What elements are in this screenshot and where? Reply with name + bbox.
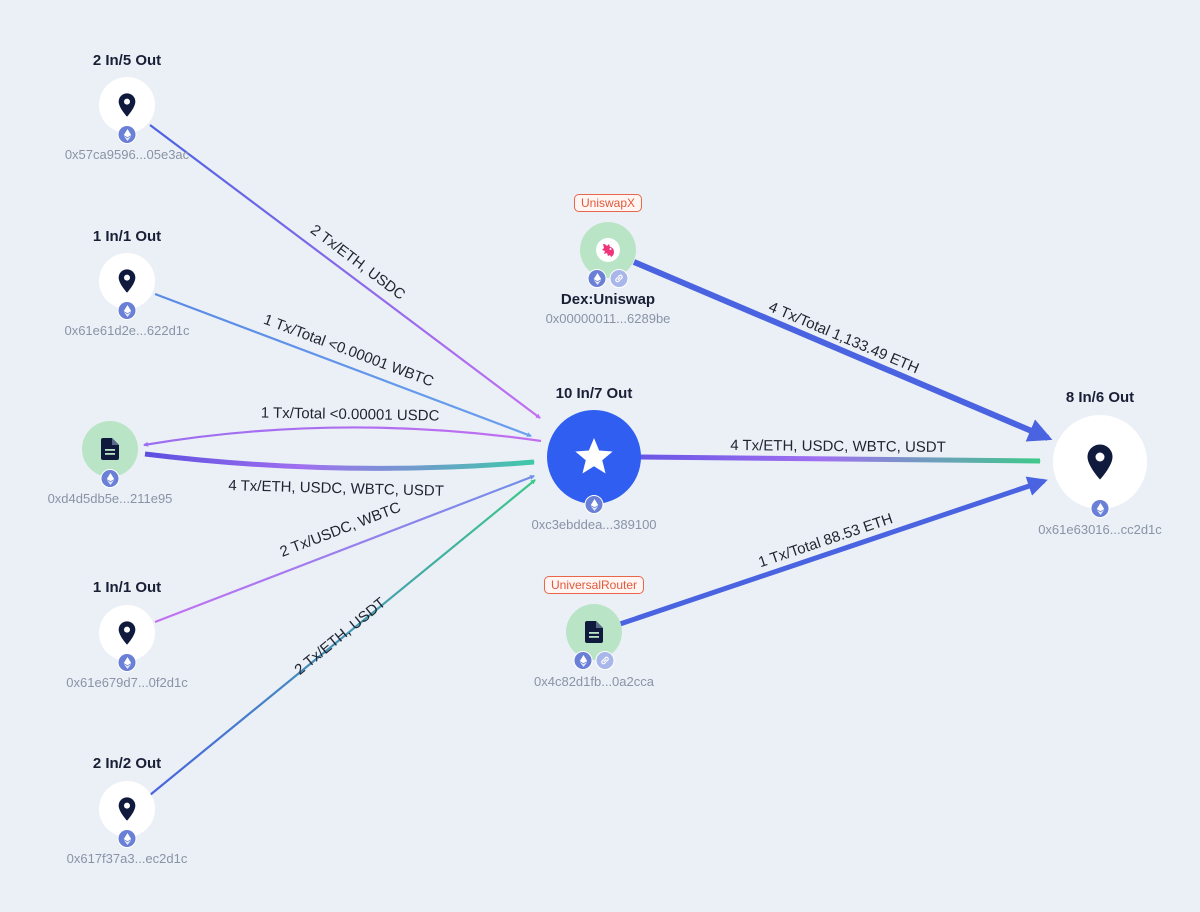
edge-label-n2-hub: 1 Tx/Total <0.00001 WBTC	[261, 311, 436, 390]
chain-badges	[100, 469, 120, 488]
location-pin-icon	[118, 797, 136, 821]
wallet-node[interactable]	[99, 77, 155, 133]
node-address[interactable]: 0x57ca9596...05e3ac	[64, 147, 190, 162]
wallet-node[interactable]	[99, 605, 155, 661]
edge-label-hub-target: 4 Tx/ETH, USDC, WBTC, USDT	[730, 437, 946, 456]
node-address[interactable]: 0x61e61d2e...622d1c	[64, 323, 190, 338]
node-flow-label: 2 In/5 Out	[92, 52, 162, 69]
chain-badges	[117, 301, 137, 320]
ethereum-icon	[117, 125, 137, 144]
contract-node[interactable]	[82, 421, 138, 477]
ethereum-icon	[1090, 499, 1110, 518]
node-address[interactable]: 0x617f37a3...ec2d1c	[66, 851, 188, 866]
edge-label-n5-hub: 2 Tx/ETH, USDT	[291, 594, 389, 678]
chain-badges	[573, 651, 615, 670]
edge-n1-to-hub[interactable]	[149, 124, 541, 419]
node-flow-label: 1 In/1 Out	[92, 579, 162, 596]
hub-node[interactable]	[547, 410, 641, 504]
edge-n5-to-hub[interactable]	[149, 479, 536, 796]
node-flow-label: 2 In/2 Out	[92, 755, 162, 772]
wallet-node[interactable]	[99, 253, 155, 309]
edge-n2-to-hub[interactable]	[154, 292, 532, 438]
edge-label-hub-n3: 1 Tx/Total <0.00001 USDC	[261, 404, 440, 424]
star-icon	[575, 438, 613, 474]
location-pin-icon	[118, 269, 136, 293]
node-address[interactable]: 0xd4d5db5e...211e95	[47, 491, 173, 506]
wallet-node[interactable]	[1053, 415, 1147, 509]
node-flow-label: 8 In/6 Out	[1065, 389, 1135, 406]
ethereum-icon	[117, 829, 137, 848]
edge-hub-to-n3[interactable]	[143, 426, 542, 447]
contract-node[interactable]	[566, 604, 622, 660]
dex-node[interactable]	[580, 222, 636, 278]
edge-label-n3-hub: 4 Tx/ETH, USDC, WBTC, USDT	[228, 477, 444, 500]
node-address[interactable]: 0x00000011...6289be	[545, 311, 671, 326]
wallet-node[interactable]	[99, 781, 155, 837]
location-pin-icon	[118, 93, 136, 117]
chain-badges	[117, 125, 137, 144]
ethereum-icon	[573, 651, 593, 670]
location-pin-icon	[1087, 444, 1113, 480]
ethereum-icon	[584, 495, 604, 514]
edge-n4-to-hub[interactable]	[154, 474, 535, 624]
ethereum-icon	[117, 301, 137, 320]
node-address[interactable]: 0x61e679d7...0f2d1c	[66, 675, 188, 690]
edge-uniswap-to-target[interactable]	[632, 259, 1053, 442]
link-icon	[609, 269, 629, 288]
chain-badges	[117, 653, 137, 672]
entity-name: Dex:Uniswap	[560, 291, 656, 308]
node-address[interactable]: 0x4c82d1fb...0a2cca	[534, 674, 654, 689]
node-address[interactable]: 0xc3ebddea...389100	[531, 517, 657, 532]
entity-tag: UniversalRouter	[543, 576, 645, 594]
entity-tag: UniswapX	[573, 194, 643, 212]
unicorn-logo-icon	[596, 238, 620, 262]
ethereum-icon	[100, 469, 120, 488]
chain-badges	[587, 269, 629, 288]
document-icon	[101, 438, 119, 460]
edge-label-uniswap-target: 4 Tx/Total 1,133.49 ETH	[766, 298, 921, 377]
chain-badges	[117, 829, 137, 848]
chain-badges	[1090, 499, 1110, 518]
node-address[interactable]: 0x61e63016...cc2d1c	[1038, 522, 1162, 537]
edge-hub-to-target[interactable]	[639, 454, 1041, 464]
node-flow-label: 1 In/1 Out	[92, 228, 162, 245]
edge-router-to-target[interactable]	[619, 476, 1048, 627]
link-icon	[595, 651, 615, 670]
edge-label-n1-hub: 2 Tx/ETH, USDC	[307, 221, 408, 303]
ethereum-icon	[117, 653, 137, 672]
chain-badges	[584, 495, 604, 514]
document-icon	[585, 621, 603, 643]
edge-n3-to-hub[interactable]	[144, 451, 535, 471]
ethereum-icon	[587, 269, 607, 288]
location-pin-icon	[118, 621, 136, 645]
node-flow-label: 10 In/7 Out	[555, 385, 633, 402]
